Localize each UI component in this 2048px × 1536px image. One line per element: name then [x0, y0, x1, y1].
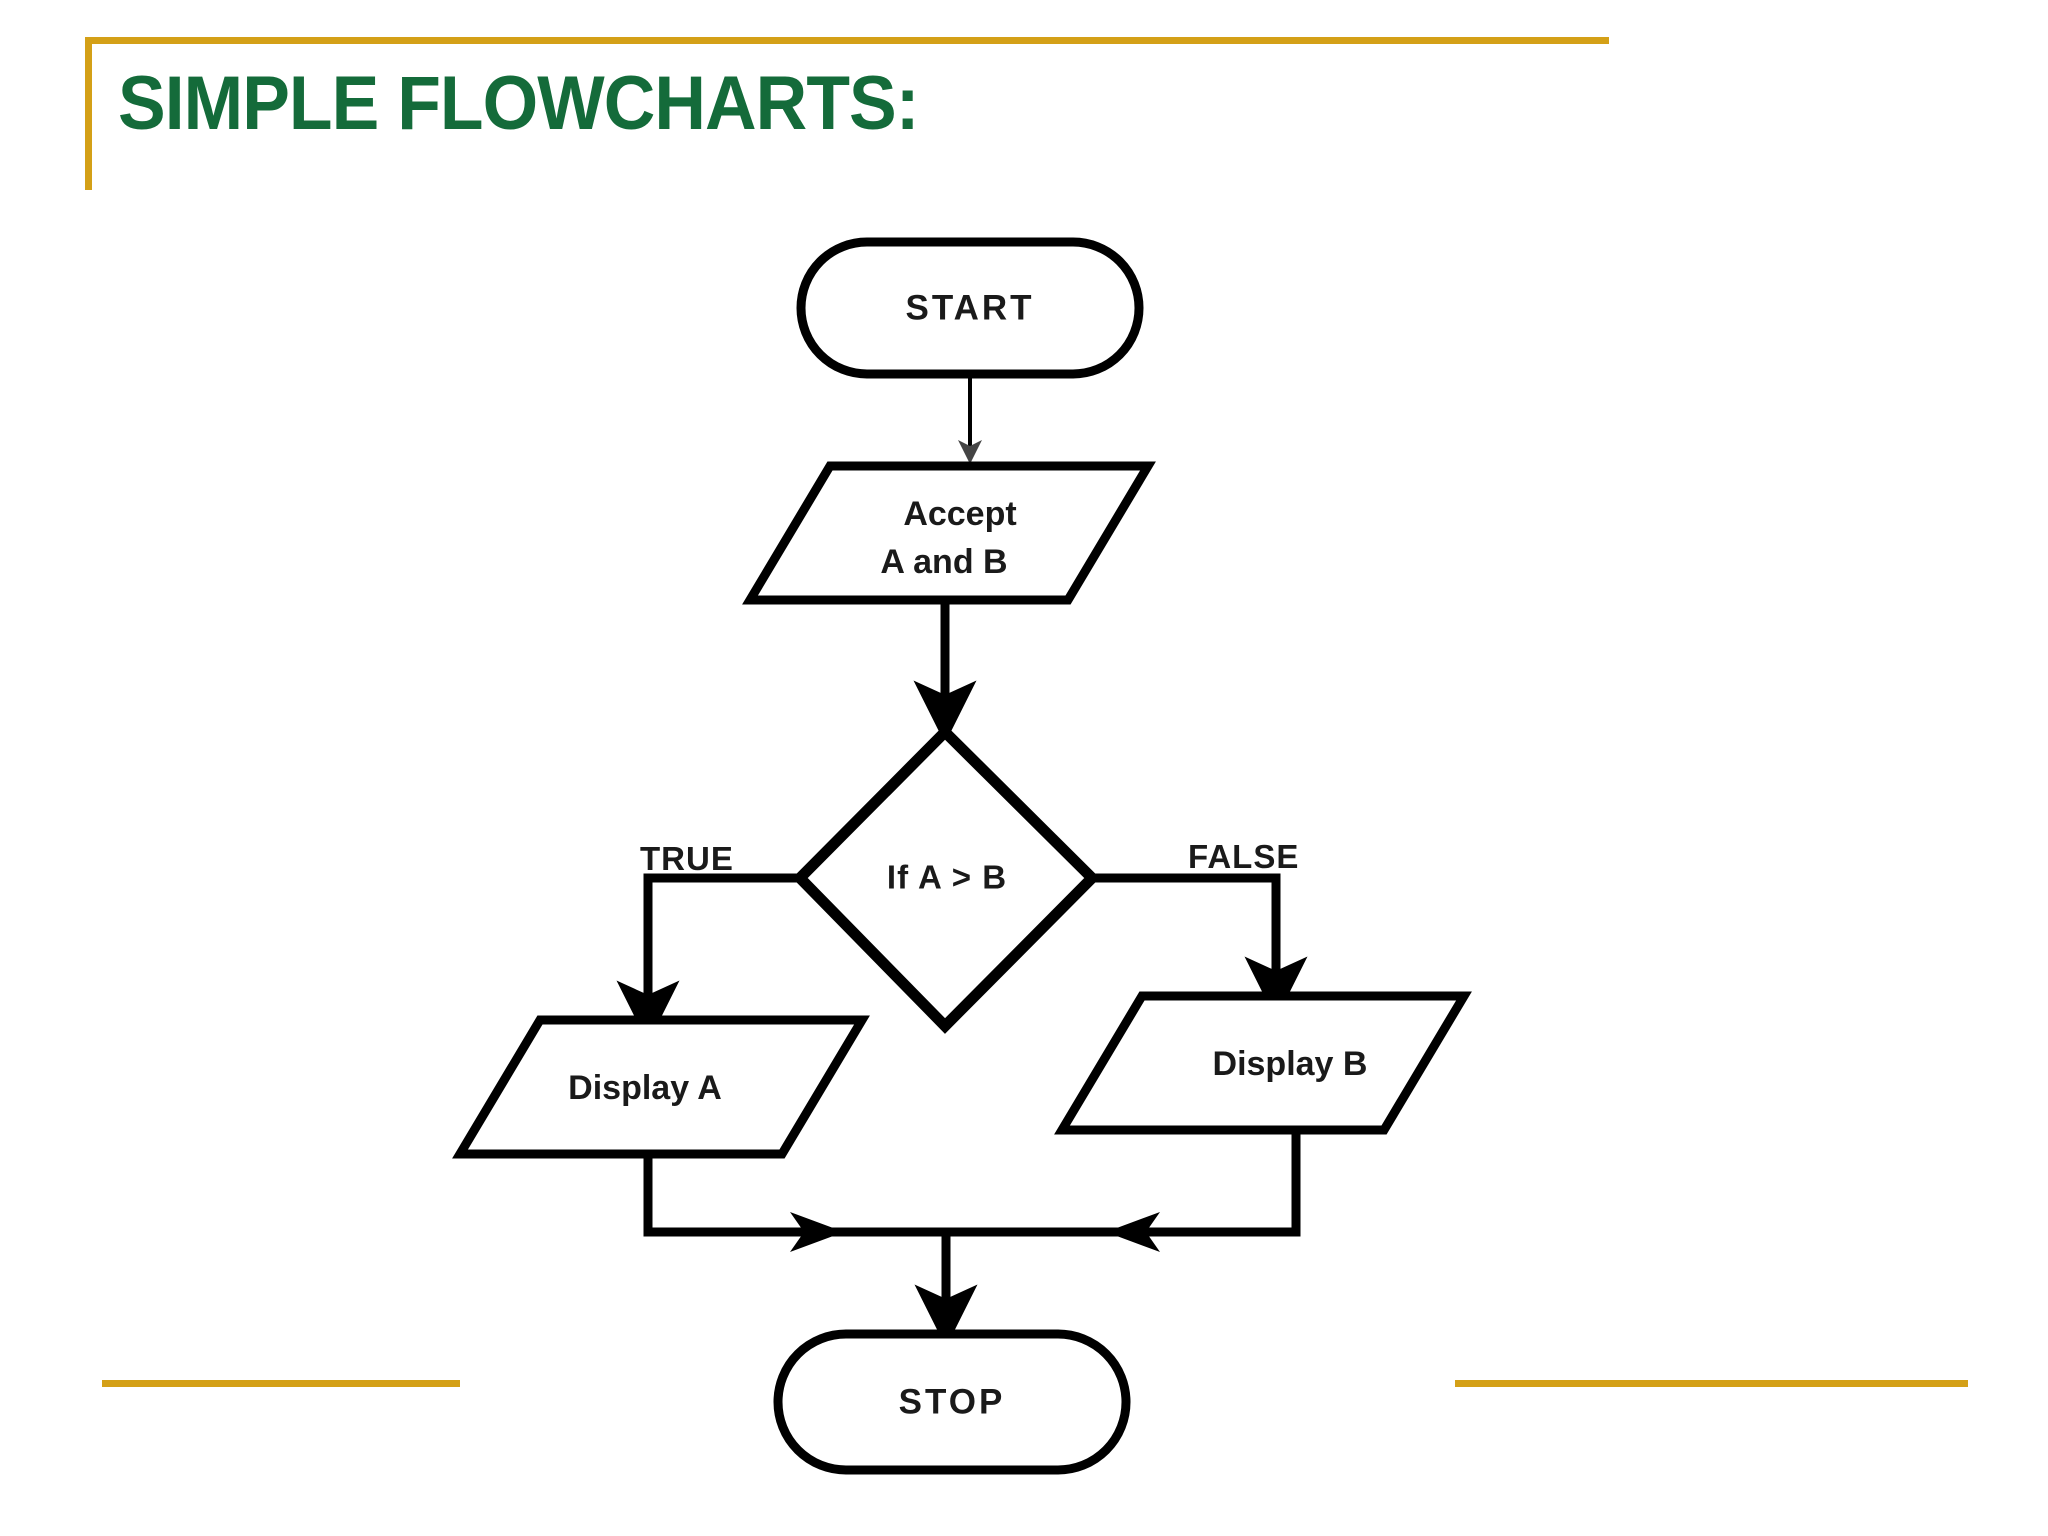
node-display-a[interactable]: Display A — [452, 1015, 870, 1159]
merge-arrowhead-left — [1106, 1212, 1160, 1252]
node-start[interactable]: START — [796, 237, 1144, 379]
display-a-shape — [452, 1015, 870, 1159]
accent-rule-top — [85, 37, 1609, 44]
connector-display-b-to-merge — [944, 1130, 1301, 1237]
accent-rule-bottom-right — [1455, 1380, 1968, 1387]
accept-label-line2: A and B — [880, 543, 1007, 581]
display-b-shape — [1054, 991, 1472, 1135]
connector-display-a-to-merge — [643, 1154, 948, 1237]
display-a-label: Display A — [568, 1069, 722, 1107]
page-title: SIMPLE FLOWCHARTS: — [118, 61, 920, 146]
node-accept[interactable]: Accept A and B — [742, 461, 1156, 605]
accent-rule-bottom-left — [102, 1380, 460, 1387]
stop-label: STOP — [899, 1382, 1006, 1421]
decision-label: If A > B — [887, 859, 1007, 896]
node-decision[interactable]: If A > B — [792, 724, 1100, 1034]
connector-decision-false-to-display-b — [1092, 873, 1308, 1020]
stop-shape — [773, 1329, 1131, 1475]
branch-label-false: FALSE — [1188, 838, 1299, 875]
accept-shape — [742, 461, 1156, 605]
decision-shape — [792, 724, 1100, 1034]
connector-decision-true-to-display-a — [616, 873, 800, 1044]
node-display-b[interactable]: Display B — [1054, 991, 1472, 1135]
node-stop[interactable]: STOP — [773, 1329, 1131, 1475]
branch-label-true: TRUE — [640, 840, 734, 877]
merge-arrowhead-right — [790, 1212, 844, 1252]
accept-label-line1: Accept — [903, 495, 1016, 533]
accent-rule-left — [85, 37, 92, 190]
display-b-label: Display B — [1213, 1045, 1368, 1083]
start-label: START — [905, 288, 1034, 327]
